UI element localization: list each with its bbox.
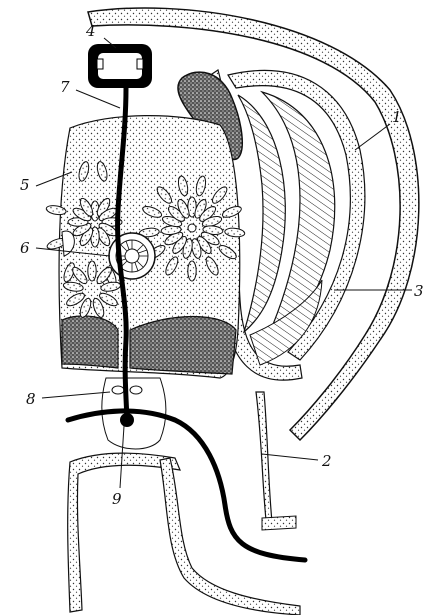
label-2: 2 [321, 452, 332, 470]
dark-mass-left [62, 316, 118, 368]
probe-handle-window [98, 53, 142, 79]
bottom-tube-right-wall [160, 458, 300, 615]
label-3: 3 [414, 282, 424, 300]
label-4: 4 [85, 22, 96, 40]
dark-mass-right [130, 317, 236, 375]
label-7: 7 [60, 78, 70, 96]
label-9: 9 [112, 490, 122, 508]
lower-right-cap [262, 516, 296, 530]
descending-strip [256, 392, 272, 522]
probe-tip [120, 413, 134, 427]
label-8: 8 [26, 390, 36, 408]
label-5: 5 [20, 176, 30, 194]
label-1: 1 [392, 108, 402, 126]
label-6: 6 [20, 239, 30, 257]
muscle-bundle-inner [238, 95, 285, 332]
